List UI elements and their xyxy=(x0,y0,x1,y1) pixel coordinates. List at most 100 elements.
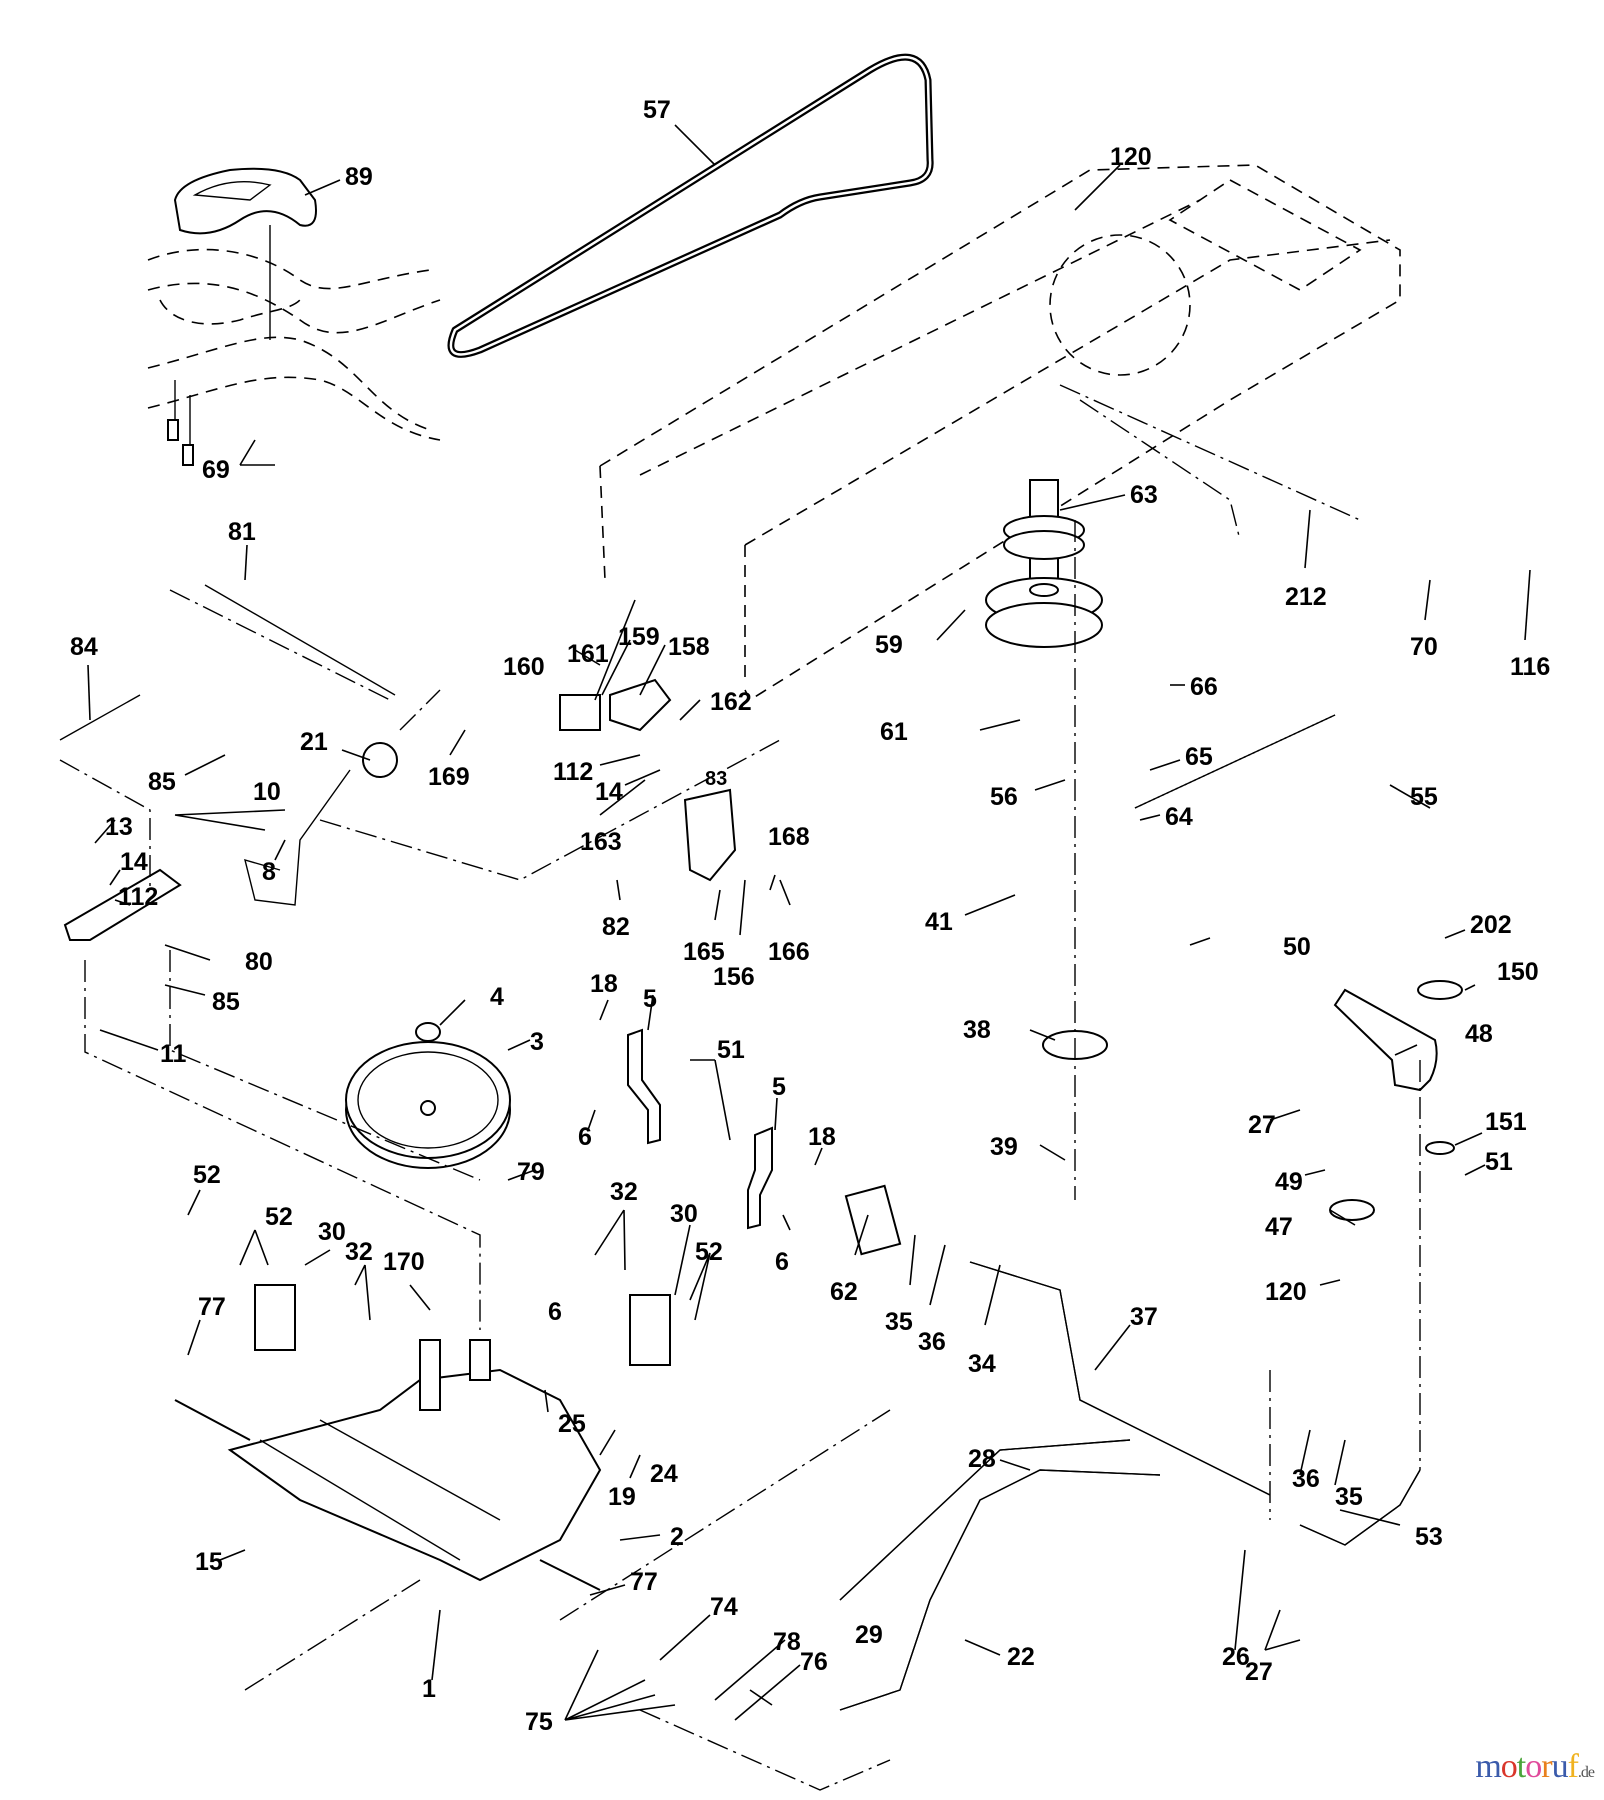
callout-77: 77 xyxy=(198,1293,226,1321)
callout-39: 39 xyxy=(990,1133,1018,1161)
callout-202: 202 xyxy=(1470,911,1512,939)
part-21-knob xyxy=(362,742,398,778)
callout-159: 159 xyxy=(618,623,660,651)
callout-27: 27 xyxy=(1248,1111,1276,1139)
callout-5: 5 xyxy=(643,985,657,1013)
part-89-shift-plate xyxy=(173,167,317,340)
callout-165: 165 xyxy=(683,938,725,966)
callout-6: 6 xyxy=(775,1248,789,1276)
watermark-letter: o xyxy=(1500,1748,1518,1785)
part-5-bracket-left xyxy=(627,1028,661,1145)
callout-85: 85 xyxy=(212,988,240,1016)
callout-22: 22 xyxy=(1007,1643,1035,1671)
callout-120: 120 xyxy=(1110,143,1152,171)
part-30-bracket-right xyxy=(629,1294,671,1366)
callout-19: 19 xyxy=(608,1483,636,1511)
callout-163: 163 xyxy=(580,828,622,856)
callout-18: 18 xyxy=(590,970,618,998)
part-165-bracket xyxy=(683,788,737,882)
callout-89: 89 xyxy=(345,163,373,191)
watermark-letter: f xyxy=(1567,1748,1579,1785)
callout-166: 166 xyxy=(768,938,810,966)
callout-6: 6 xyxy=(548,1298,562,1326)
callout-59: 59 xyxy=(875,631,903,659)
part-63-pulley-assembly xyxy=(985,479,1103,648)
callout-51: 51 xyxy=(1485,1148,1513,1176)
callout-69: 69 xyxy=(202,456,230,484)
callout-1: 1 xyxy=(422,1675,436,1703)
callout-32: 32 xyxy=(610,1178,638,1206)
seat-area-outline xyxy=(147,248,441,441)
callout-112: 112 xyxy=(118,883,158,911)
callout-57: 57 xyxy=(643,96,671,124)
callout-30: 30 xyxy=(670,1200,698,1228)
callout-5: 5 xyxy=(772,1073,786,1101)
callout-48: 48 xyxy=(1465,1020,1493,1048)
part-30-bracket-left xyxy=(254,1284,296,1351)
callout-15: 15 xyxy=(195,1548,223,1576)
callout-52: 52 xyxy=(193,1161,221,1189)
callout-61: 61 xyxy=(880,718,908,746)
callout-leaders xyxy=(87,124,1531,1721)
callout-18: 18 xyxy=(808,1123,836,1151)
callout-8: 8 xyxy=(262,858,276,886)
callout-63: 63 xyxy=(1130,481,1158,509)
callout-70: 70 xyxy=(1410,633,1438,661)
callout-52: 52 xyxy=(695,1238,723,1266)
part-80-plate xyxy=(63,868,182,941)
callout-10: 10 xyxy=(253,778,281,806)
callout-56: 56 xyxy=(990,783,1018,811)
callout-35: 35 xyxy=(1335,1483,1363,1511)
callout-35: 35 xyxy=(885,1308,913,1336)
watermark-letter: o xyxy=(1525,1748,1542,1785)
callout-26: 26 xyxy=(1222,1643,1250,1671)
callout-160: 160 xyxy=(503,653,545,681)
callout-2: 2 xyxy=(670,1523,684,1551)
watermark-letter: t xyxy=(1516,1748,1527,1785)
rods xyxy=(839,1261,1421,1711)
callout-28: 28 xyxy=(968,1445,996,1473)
callout-50: 50 xyxy=(1283,933,1311,961)
callout-14: 14 xyxy=(120,848,148,876)
callout-53: 53 xyxy=(1415,1523,1443,1551)
watermark-letter: m xyxy=(1475,1748,1501,1785)
callout-80: 80 xyxy=(245,948,273,976)
callout-156: 156 xyxy=(713,963,755,991)
part-158-bracket xyxy=(609,678,672,732)
callout-77: 77 xyxy=(630,1568,658,1596)
callout-74: 74 xyxy=(710,1593,738,1621)
callout-116: 116 xyxy=(1510,653,1550,681)
callout-32: 32 xyxy=(345,1238,373,1266)
callout-112: 112 xyxy=(553,758,593,786)
callout-numbers: 57 89 69 120 63 212 70 116 81 84 85 21 1… xyxy=(70,96,1550,1736)
callout-30: 30 xyxy=(318,1218,346,1246)
callout-170: 170 xyxy=(383,1248,425,1276)
callout-120: 120 xyxy=(1265,1278,1307,1306)
callout-41: 41 xyxy=(925,908,953,936)
callout-47: 47 xyxy=(1265,1213,1293,1241)
callout-4: 4 xyxy=(490,983,504,1011)
callout-55: 55 xyxy=(1410,783,1438,811)
motoruf-watermark: motoruf.de xyxy=(1475,1748,1595,1786)
frame-chassis-outline xyxy=(599,164,1401,702)
watermark-letter: u xyxy=(1551,1748,1569,1785)
callout-150: 150 xyxy=(1497,958,1539,986)
callout-81: 81 xyxy=(228,518,256,546)
part-84-rod xyxy=(59,694,141,741)
drive-belt xyxy=(447,53,934,358)
callout-82: 82 xyxy=(602,913,630,941)
part-150-spacer xyxy=(1417,980,1463,1000)
callout-151: 151 xyxy=(1485,1108,1527,1136)
callout-51: 51 xyxy=(717,1036,745,1064)
part-8-lever xyxy=(244,769,351,906)
callout-36: 36 xyxy=(1292,1465,1320,1493)
part-151-washer xyxy=(1425,1141,1455,1155)
callout-38: 38 xyxy=(963,1016,991,1044)
callout-169: 169 xyxy=(428,763,470,791)
callout-79: 79 xyxy=(517,1158,545,1186)
callout-75: 75 xyxy=(525,1708,553,1736)
watermark-letter: r xyxy=(1541,1748,1552,1785)
callout-85: 85 xyxy=(148,768,176,796)
part-159-arm xyxy=(559,694,601,731)
